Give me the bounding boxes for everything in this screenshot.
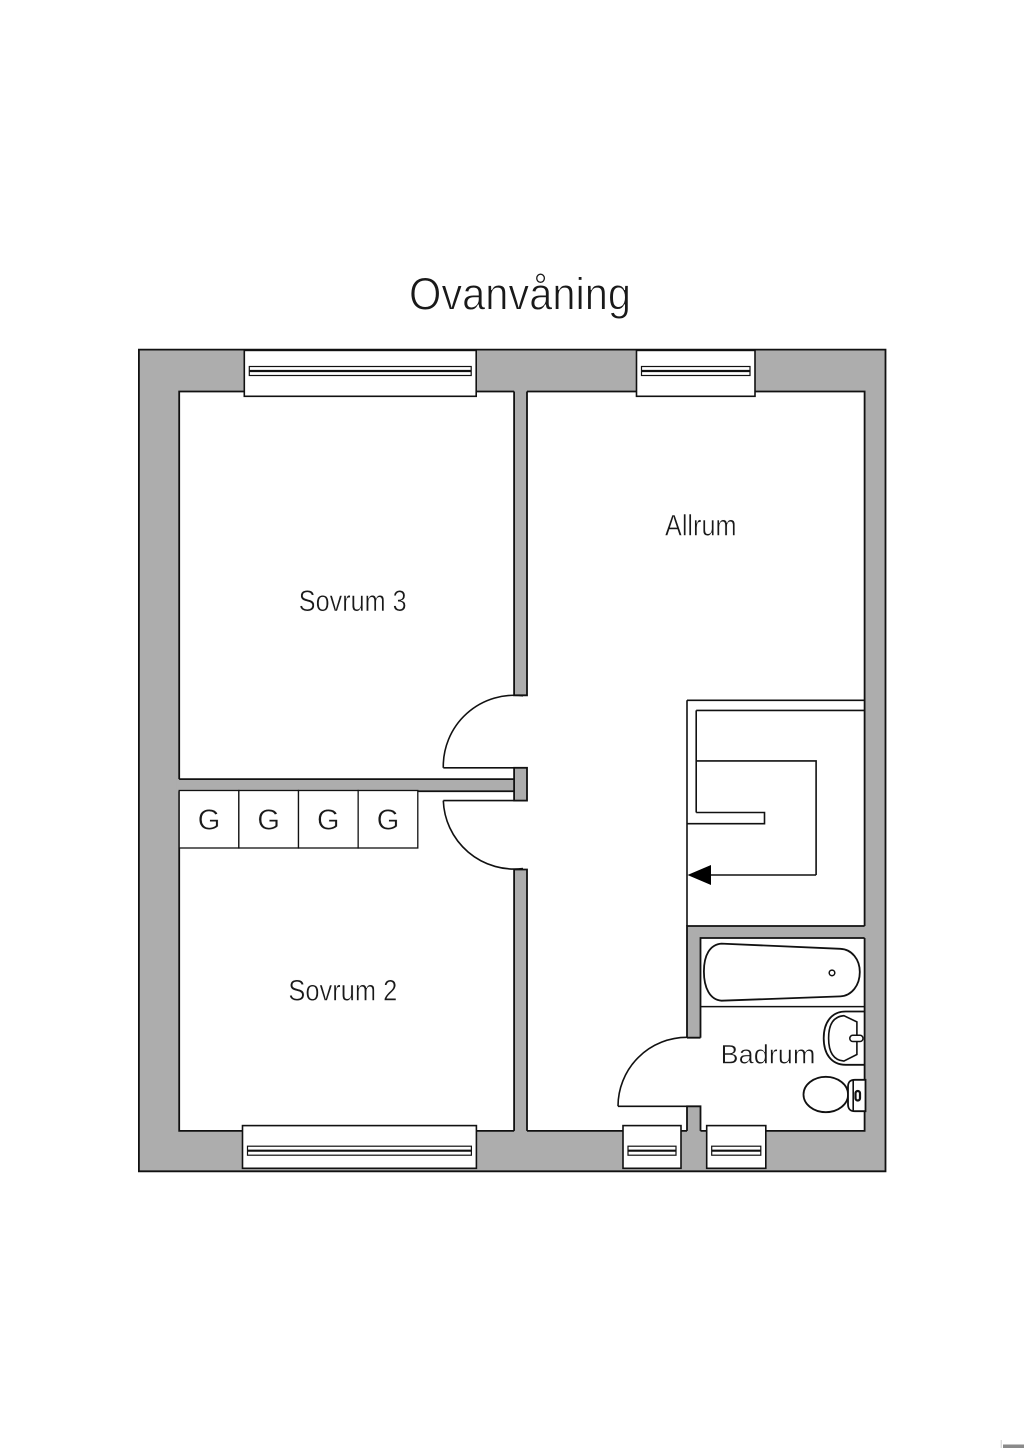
svg-text:Allrum: Allrum [665, 509, 737, 542]
svg-text:Sovrum 2: Sovrum 2 [288, 974, 397, 1007]
svg-text:G: G [377, 805, 400, 837]
svg-text:G: G [257, 805, 280, 837]
svg-text:G: G [317, 805, 340, 837]
svg-text:Badrum: Badrum [721, 1040, 816, 1070]
svg-text:G: G [198, 805, 221, 837]
svg-text:Ovanvåning: Ovanvåning [409, 269, 631, 320]
svg-text:Sovrum 3: Sovrum 3 [299, 585, 407, 618]
